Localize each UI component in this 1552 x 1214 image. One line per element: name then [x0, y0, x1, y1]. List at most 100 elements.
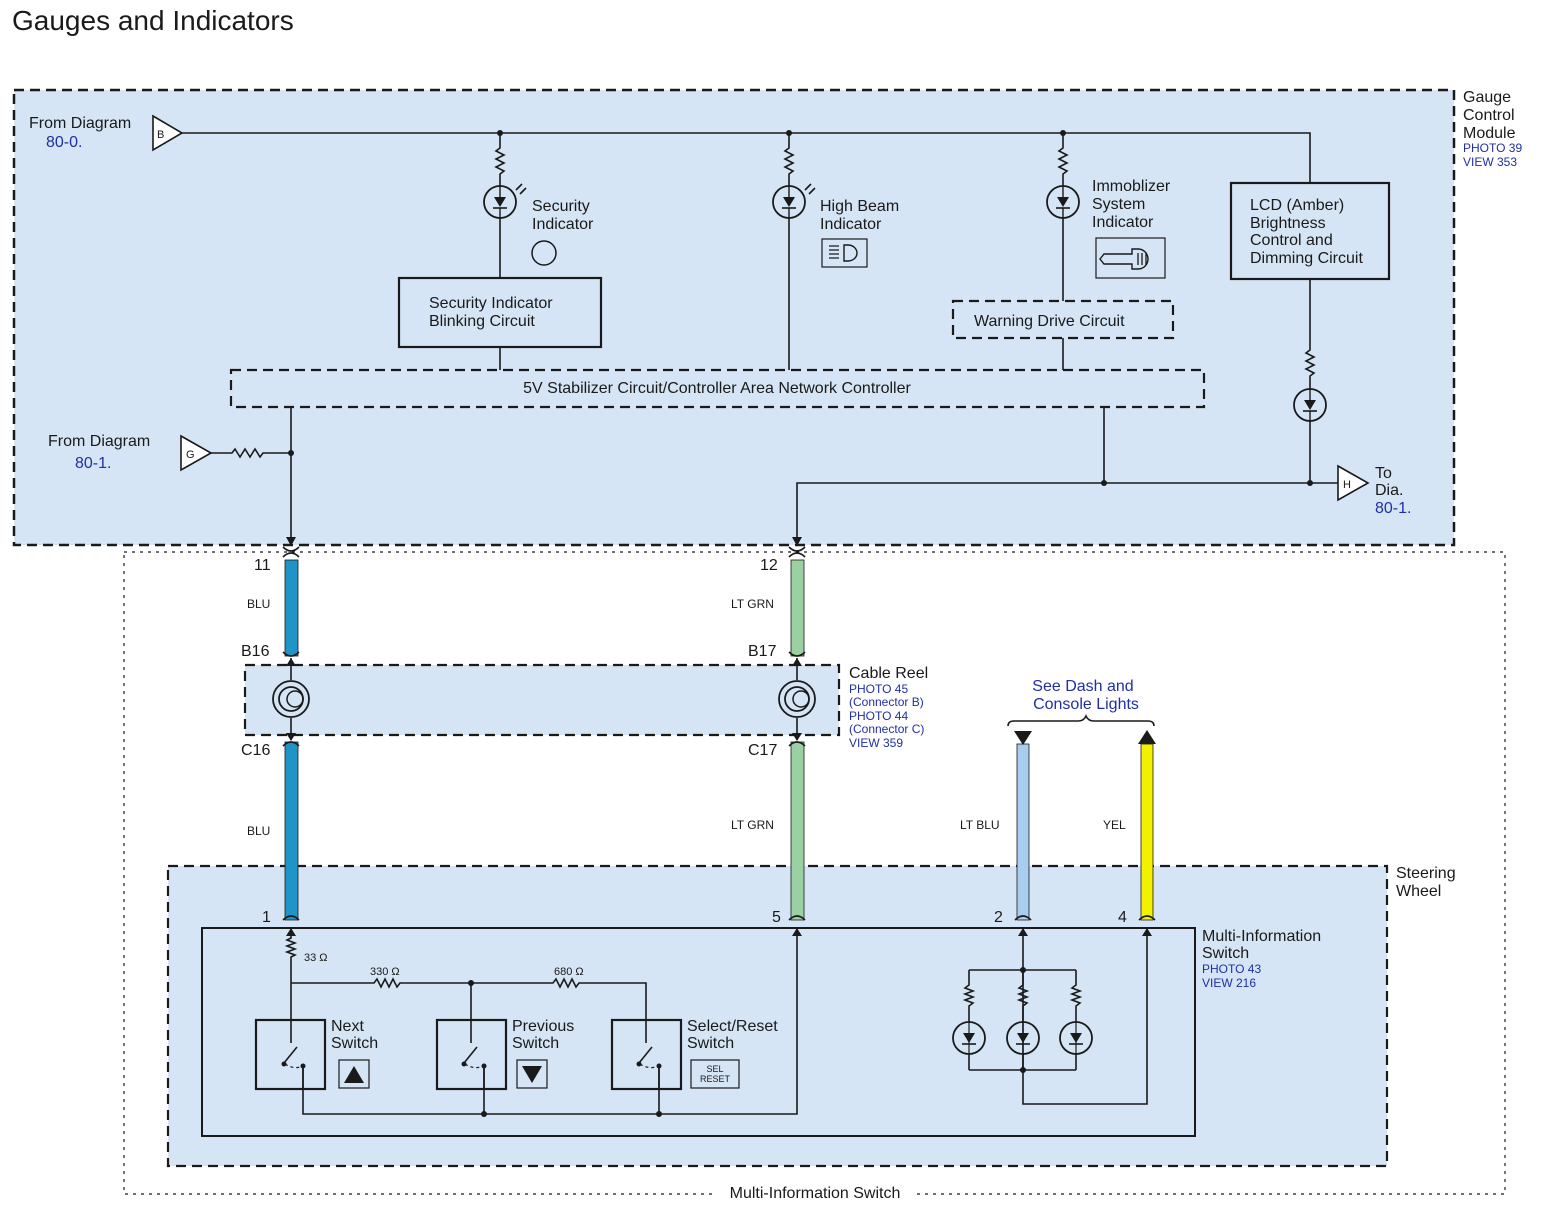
svg-text:80-1.: 80-1. [75, 455, 111, 472]
svg-text:(Connector C): (Connector C) [849, 722, 924, 736]
svg-text:Dia.: Dia. [1375, 482, 1403, 499]
wire-label-lt-grn-lower: LT GRN [731, 818, 774, 832]
svg-text:System: System [1092, 196, 1145, 213]
pin-b16: B16 [241, 643, 270, 660]
svg-text:VIEW 216: VIEW 216 [1202, 976, 1256, 990]
svg-text:PHOTO 45: PHOTO 45 [849, 682, 908, 696]
security-indicator-branch: Security Indicator [483, 133, 594, 278]
svg-text:680 Ω: 680 Ω [554, 966, 584, 978]
svg-text:SEL: SEL [706, 1064, 723, 1074]
cable-reel-box [243, 663, 841, 737]
select-reset-switch: Select/Reset Switch SEL RESET [610, 1018, 778, 1091]
svg-text:High Beam: High Beam [820, 198, 899, 215]
svg-text:Indicator: Indicator [820, 216, 882, 233]
svg-text:Control: Control [1463, 107, 1515, 124]
pin-b17: B17 [748, 643, 777, 660]
previous-switch: Previous Switch [435, 1018, 574, 1091]
pin-12: 12 [760, 557, 778, 574]
svg-text:33 Ω: 33 Ω [304, 952, 328, 964]
page-title: Gauges and Indicators [12, 5, 294, 36]
svg-text:Blinking Circuit: Blinking Circuit [429, 313, 535, 330]
from-diagram-g: From Diagram 80-1. G [48, 433, 291, 472]
svg-text:Switch: Switch [512, 1035, 559, 1052]
gauge-module-label: Gauge Control Module PHOTO 39 VIEW 353 [1463, 89, 1522, 169]
svg-text:See Dash and: See Dash and [1032, 678, 1133, 695]
svg-text:VIEW 353: VIEW 353 [1463, 155, 1517, 169]
svg-text:80-0.: 80-0. [46, 134, 82, 151]
svg-text:G: G [186, 449, 195, 461]
svg-text:Dimming Circuit: Dimming Circuit [1250, 250, 1363, 267]
steering-wheel-label: Steering [1396, 865, 1456, 882]
svg-text:Module: Module [1463, 125, 1516, 142]
svg-text:PHOTO 39: PHOTO 39 [1463, 141, 1522, 155]
svg-text:Indicator: Indicator [532, 216, 594, 233]
svg-text:Switch: Switch [687, 1035, 734, 1052]
wire-lt-grn-lower [790, 741, 805, 921]
wire-blu-lower [284, 741, 299, 921]
svg-text:From Diagram: From Diagram [29, 115, 131, 132]
wire-label-lt-blu: LT BLU [960, 818, 1000, 832]
svg-text:To: To [1375, 465, 1392, 482]
cable-reel-coil-left [272, 658, 310, 741]
svg-text:H: H [1343, 479, 1351, 491]
svg-text:Switch: Switch [331, 1035, 378, 1052]
wire-blu-upper [284, 559, 299, 657]
svg-text:Wheel: Wheel [1396, 883, 1441, 900]
sel-reset-icon: SEL RESET [690, 1059, 740, 1089]
high-beam-icon [821, 238, 868, 268]
cable-reel-coil-right [778, 658, 816, 741]
svg-text:LCD (Amber): LCD (Amber) [1250, 197, 1344, 214]
svg-text:Security Indicator: Security Indicator [429, 295, 553, 312]
down-arrow-icon [516, 1059, 548, 1089]
pin-2: 2 [994, 909, 1003, 926]
svg-text:Brightness: Brightness [1250, 215, 1326, 232]
svg-text:Select/Reset: Select/Reset [687, 1018, 778, 1035]
pin-11: 11 [254, 557, 271, 574]
cable-reel-label: Cable Reel PHOTO 45 (Connector B) PHOTO … [849, 665, 928, 750]
pin12-wire [796, 407, 1338, 540]
next-switch: Next Switch [254, 1018, 378, 1091]
steering-wheel-box [166, 864, 1389, 1168]
svg-text:(Connector B): (Connector B) [849, 695, 924, 709]
wire-label-lt-grn-upper: LT GRN [731, 597, 774, 611]
wire-label-blu-lower: BLU [247, 824, 270, 838]
pin-1: 1 [262, 909, 271, 926]
pin-c17: C17 [748, 742, 777, 759]
svg-text:5V Stabilizer Circuit/Controll: 5V Stabilizer Circuit/Controller Area Ne… [523, 380, 911, 397]
svg-text:80-1.: 80-1. [1375, 500, 1411, 517]
wire-label-blu-upper: BLU [247, 597, 270, 611]
svg-text:VIEW 359: VIEW 359 [849, 736, 903, 750]
svg-text:Multi-Information: Multi-Information [1202, 928, 1321, 945]
from-diagram-b: From Diagram 80-0. B [29, 114, 184, 152]
up-arrow-icon [338, 1059, 370, 1089]
svg-text:Security: Security [532, 198, 590, 215]
svg-text:Warning Drive Circuit: Warning Drive Circuit [974, 313, 1125, 330]
svg-text:Indicator: Indicator [1092, 214, 1154, 231]
lcd-illumination-branch [1293, 279, 1327, 483]
svg-text:Previous: Previous [512, 1018, 574, 1035]
wire-yel [1140, 743, 1154, 921]
mis-label: Multi-Information Switch PHOTO 43 VIEW 2… [1202, 928, 1321, 990]
wire-lt-blu [1016, 743, 1030, 921]
svg-text:Gauge: Gauge [1463, 89, 1511, 106]
svg-text:PHOTO 44: PHOTO 44 [849, 709, 908, 723]
svg-text:Control and: Control and [1250, 232, 1333, 249]
top-rail-wire [182, 132, 1311, 183]
svg-text:Cable Reel: Cable Reel [849, 665, 928, 682]
svg-text:PHOTO 43: PHOTO 43 [1202, 962, 1261, 976]
immobilizer-key-icon [1095, 237, 1166, 279]
pin-4: 4 [1118, 909, 1127, 926]
security-icon [531, 240, 557, 266]
footer-label: Multi-Information Switch [730, 1185, 901, 1202]
svg-text:Immoblizer: Immoblizer [1092, 178, 1171, 195]
pin-5: 5 [772, 909, 781, 926]
wire-label-yel: YEL [1103, 818, 1126, 832]
switch-illumination-leds [952, 928, 1152, 1105]
pin-c16: C16 [241, 742, 270, 759]
svg-text:B: B [157, 129, 164, 141]
svg-text:Console Lights: Console Lights [1033, 696, 1139, 713]
multi-info-switch-box [201, 927, 1196, 1137]
svg-text:From Diagram: From Diagram [48, 433, 150, 450]
svg-text:Next: Next [331, 1018, 364, 1035]
